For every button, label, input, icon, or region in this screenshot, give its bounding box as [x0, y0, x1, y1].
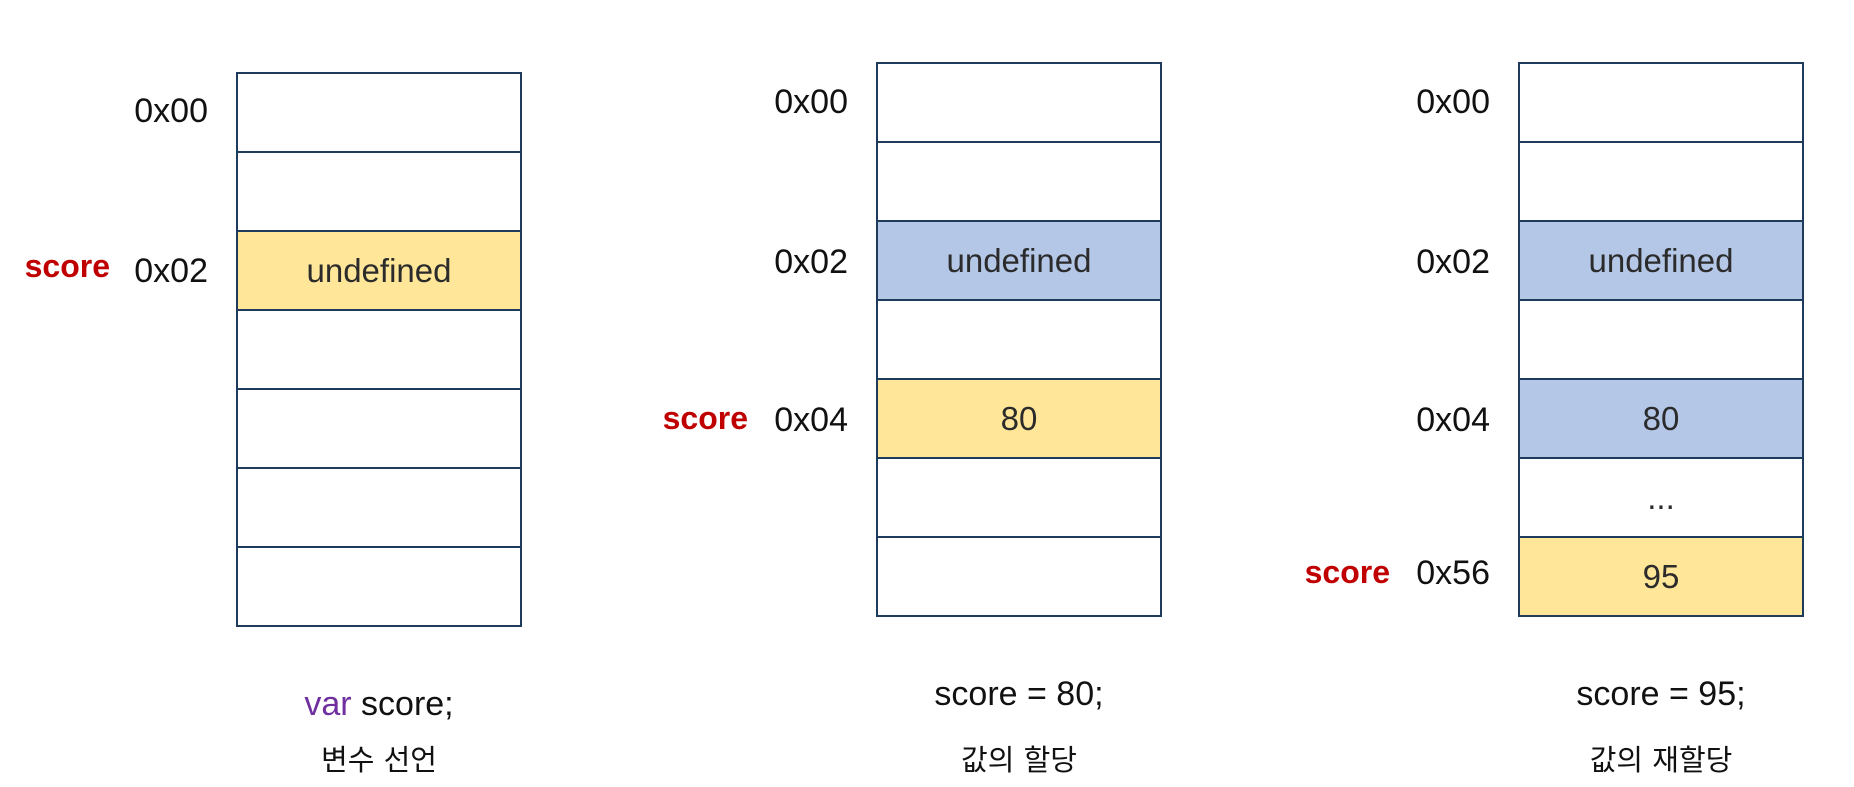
address-label-0x02: 0x02 [134, 252, 208, 290]
code-statement: score = 95; [1576, 675, 1746, 713]
address-label-0x02: 0x02 [1416, 243, 1490, 281]
memory-cell [878, 538, 1160, 617]
code-keyword: var [304, 685, 352, 723]
memory-cell [238, 74, 520, 153]
memory-cell [238, 548, 520, 627]
address-label-0x56: 0x56 [1416, 554, 1490, 592]
variable-label-score: score [24, 248, 110, 284]
panel-declaration: 0x00 score 0x02 undefined var score; 변수 … [0, 0, 600, 787]
memory-cell [238, 153, 520, 232]
memory-cell [878, 64, 1160, 143]
panel-assignment: 0x00 0x02 score 0x04 undefined 80 score … [640, 0, 1240, 787]
memory-cell [238, 469, 520, 548]
memory-cell-current: 95 [1520, 538, 1802, 617]
memory-cell [878, 301, 1160, 380]
memory-stack: undefined 80 ... 95 [1518, 62, 1804, 617]
variable-label-score: score [1304, 554, 1390, 590]
caption: 값의 할당 [961, 743, 1077, 777]
memory-cell-stale: undefined [1520, 222, 1802, 301]
memory-stack: undefined [236, 72, 522, 627]
memory-cell-current: undefined [238, 232, 520, 311]
code-rest: score; [351, 685, 454, 723]
caption: 변수 선언 [321, 743, 437, 777]
memory-stack: undefined 80 [876, 62, 1162, 617]
memory-cell [878, 143, 1160, 222]
memory-cell [1520, 301, 1802, 380]
address-label-0x00: 0x00 [134, 92, 208, 130]
caption: 값의 재할당 [1589, 743, 1733, 777]
address-label-0x00: 0x00 [1416, 83, 1490, 121]
address-label-0x04: 0x04 [774, 401, 848, 439]
memory-cell-ellipsis: ... [1520, 459, 1802, 538]
memory-cell [238, 390, 520, 469]
code-statement: var score; [179, 685, 579, 724]
memory-cell [238, 311, 520, 390]
panel-reassignment: 0x00 0x02 0x04 score 0x56 undefined 80 .… [1282, 0, 1854, 787]
memory-cell-stale: undefined [878, 222, 1160, 301]
memory-cell [878, 459, 1160, 538]
address-label-0x00: 0x00 [774, 83, 848, 121]
address-label-0x02: 0x02 [774, 243, 848, 281]
address-label-0x04: 0x04 [1416, 401, 1490, 439]
memory-cell [1520, 64, 1802, 143]
memory-cell-current: 80 [878, 380, 1160, 459]
memory-cell-stale: 80 [1520, 380, 1802, 459]
memory-cell [1520, 143, 1802, 222]
code-statement: score = 80; [934, 675, 1104, 713]
variable-label-score: score [662, 400, 748, 436]
